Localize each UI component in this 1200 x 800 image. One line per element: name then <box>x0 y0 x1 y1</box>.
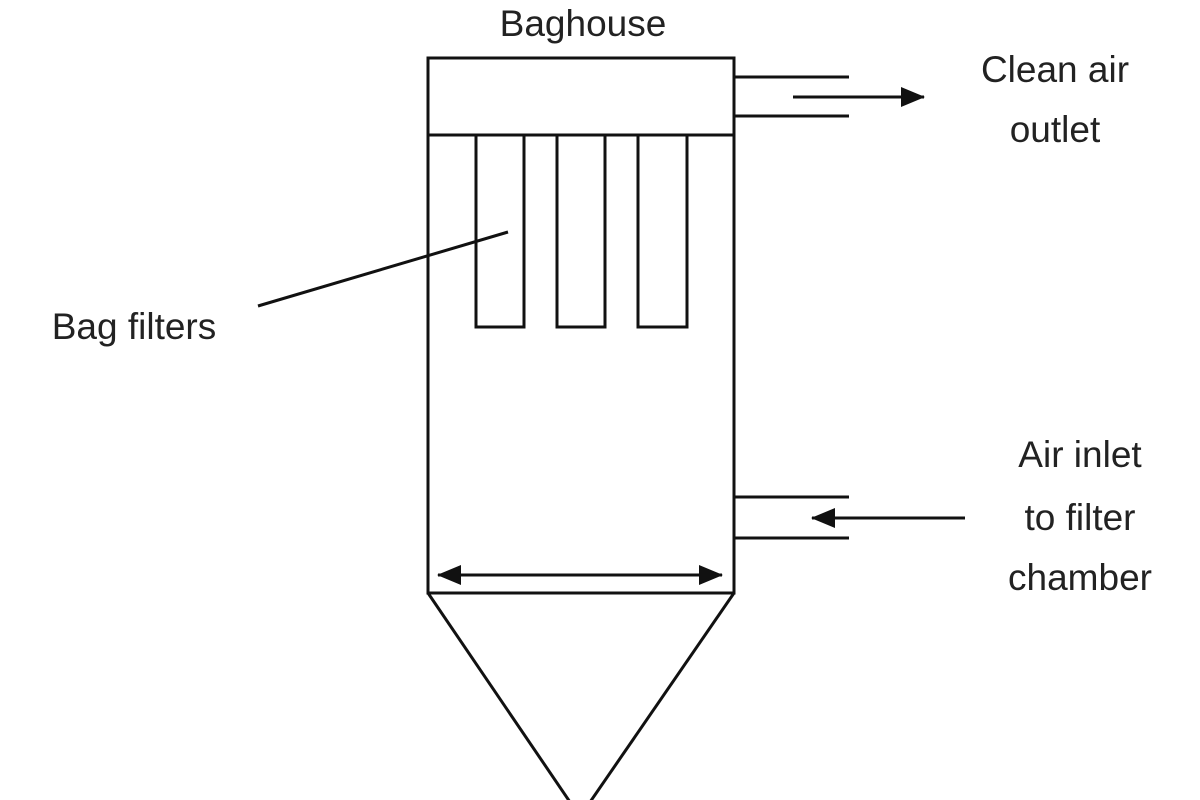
bag-filter-1 <box>474 133 526 329</box>
bag-filters-leader-line <box>257 230 509 308</box>
baghouse-housing <box>426 56 736 595</box>
inlet-label-line2: to filter <box>1024 497 1136 538</box>
inlet-label-line1: Air inlet <box>1018 434 1142 475</box>
inlet-label-line3: chamber <box>1008 557 1152 598</box>
hopper-right <box>589 592 736 800</box>
bag-filter-3 <box>636 133 689 329</box>
bag-filter-2 <box>555 133 607 329</box>
title-label: Baghouse <box>499 3 667 44</box>
hopper-left <box>426 592 571 800</box>
outlet-label-line1: Clean air <box>980 49 1130 90</box>
bag-filters-label: Bag filters <box>51 306 217 347</box>
outlet-label-line2: outlet <box>1009 109 1101 150</box>
